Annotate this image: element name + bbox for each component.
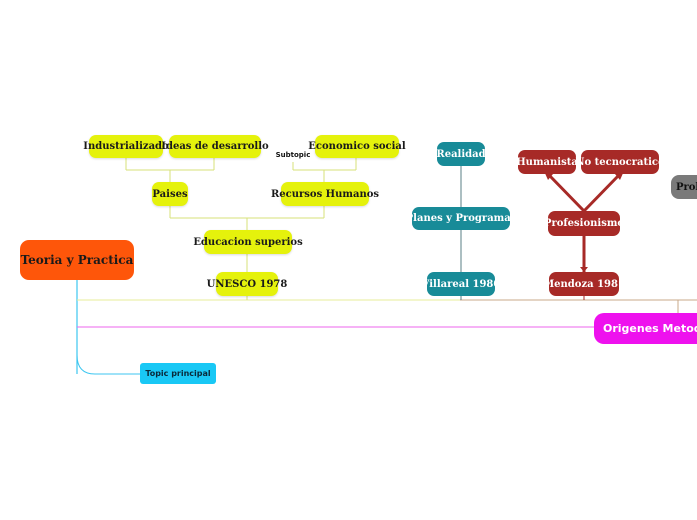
root-topic-teoria-y-practica[interactable]: Teoria y Practica — [20, 240, 134, 280]
node-label: Realidad — [436, 148, 486, 160]
node-no-tecnocratico[interactable]: No tecnocratico — [575, 150, 665, 174]
node-recursos-humanos[interactable]: Recursos Humanos — [271, 182, 379, 206]
node-label: Educacion superios — [193, 236, 303, 248]
main-topic-label: Origenes Metod — [603, 322, 697, 335]
node-probl[interactable]: Probl — [671, 175, 697, 199]
node-label: Probl — [676, 181, 697, 193]
node-educacion-superios[interactable]: Educacion superios — [193, 230, 303, 254]
node-label: Subtopic — [275, 151, 311, 159]
node-label: Paises — [152, 188, 188, 200]
node-label: Mendoza 1981 — [543, 278, 625, 290]
node-label: Ideas de desarrollo — [161, 141, 269, 152]
node-mendoza-1981[interactable]: Mendoza 1981 — [543, 272, 625, 296]
node-villareal-1980[interactable]: Villareal 1980 — [422, 272, 500, 296]
node-label: Planes y Programas — [405, 213, 517, 224]
node-ideas-de-desarrollo[interactable]: Ideas de desarrollo — [161, 135, 269, 158]
node-label: UNESCO 1978 — [206, 278, 288, 290]
node-industrializado[interactable]: Industrializado — [83, 135, 169, 158]
node-planes-y-programas[interactable]: Planes y Programas — [406, 207, 516, 230]
node-paises[interactable]: Paises — [152, 182, 188, 206]
node-label: Recursos Humanos — [270, 188, 380, 200]
node-humanista[interactable]: Humanista — [516, 150, 578, 174]
node-unesco-1978[interactable]: UNESCO 1978 — [207, 272, 287, 296]
node-realidad[interactable]: Realidad — [436, 142, 486, 166]
node-label: Humanista — [516, 156, 578, 168]
root-topic-label: Teoria y Practica — [20, 253, 134, 267]
main-topic-origenes-metod[interactable]: Origenes Metod — [594, 313, 697, 344]
node-profesionismo[interactable]: Profesionismo — [544, 211, 624, 236]
node-label: Industrializado — [83, 141, 169, 152]
node-label: No tecnocratico — [575, 156, 665, 168]
node-label: Profesionismo — [543, 218, 625, 229]
node-label: Villareal 1980 — [421, 278, 501, 290]
node-economico-social[interactable]: Economico social — [308, 135, 406, 158]
node-label: Economico social — [308, 141, 406, 152]
main-topic-topic-principal[interactable]: Topic principal — [140, 363, 216, 384]
node-subtopic[interactable]: Subtopic — [272, 148, 314, 162]
main-topic-label: Topic principal — [145, 369, 211, 378]
